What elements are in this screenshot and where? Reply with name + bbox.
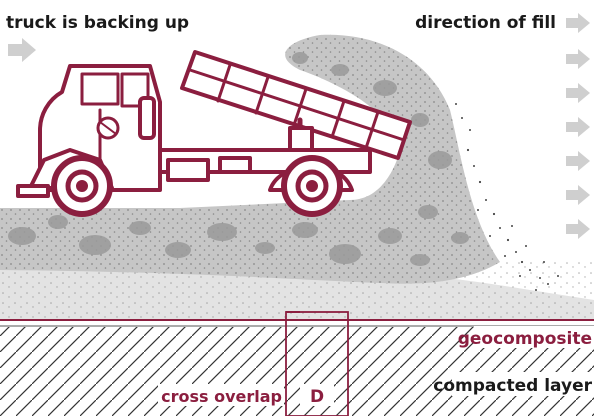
right-arrow-icon [566, 13, 590, 33]
right-arrow-icon [566, 83, 590, 103]
compacted-layer-label: compacted layer [433, 376, 592, 396]
right-arrow-icon [566, 117, 590, 137]
geocomposite-label: geocomposite [458, 329, 592, 349]
cross-overlap-label: cross overlap [161, 387, 282, 406]
right-arrow-icon [566, 185, 590, 205]
right-arrow-icon [566, 49, 590, 69]
front-wheel [54, 158, 110, 214]
right-arrow-icon [566, 219, 590, 239]
right-arrow-icon [566, 151, 590, 171]
truck-backing-label: truck is backing up [6, 13, 189, 33]
rear-wheel [284, 158, 340, 214]
direction-of-fill-label: direction of fill [415, 13, 556, 33]
cab-window [82, 74, 118, 104]
overlap-symbol-label: D [310, 387, 324, 407]
right-arrow-icon [8, 38, 36, 62]
